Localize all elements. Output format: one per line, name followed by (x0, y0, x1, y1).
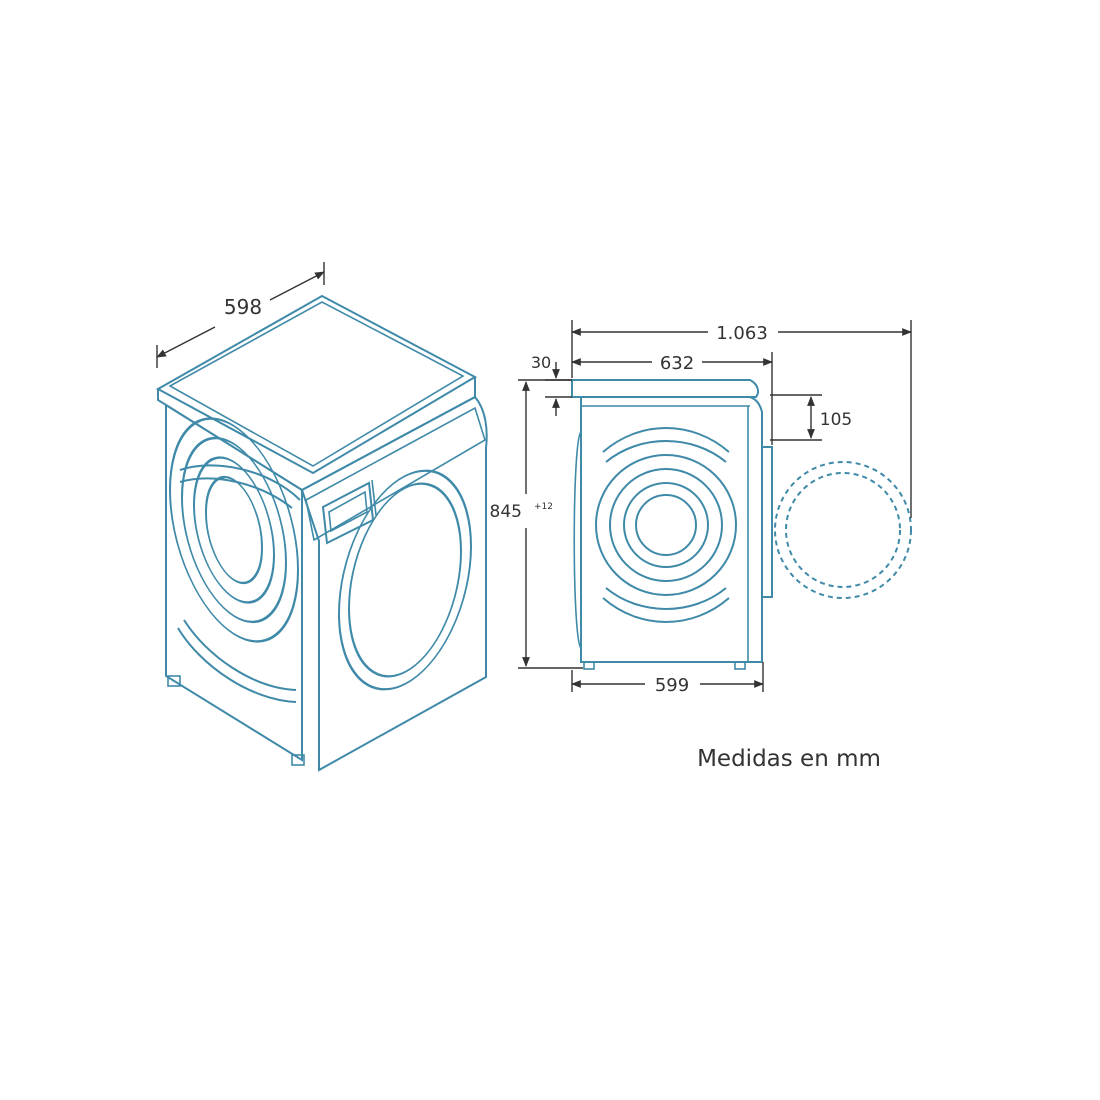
width-label: 598 (224, 295, 262, 319)
height-label: 845 (490, 502, 522, 522)
door-porthole (338, 469, 472, 691)
door-offset-label: 105 (820, 410, 852, 430)
top-lid-inner (168, 301, 465, 467)
isometric-view (155, 294, 488, 772)
top-offset-label: 30 (531, 353, 551, 372)
dimension-total-depth: 1.063 (571, 320, 912, 518)
foot-right (291, 754, 305, 766)
dimension-top-offset: 30 (531, 353, 572, 416)
depth-label: 632 (660, 353, 694, 374)
side-door (761, 446, 773, 598)
open-door-outline (774, 461, 912, 599)
side-top (571, 379, 759, 398)
units-caption: Medidas en mm (697, 746, 881, 772)
front-panel (300, 395, 488, 772)
dimension-depth: 632 (571, 352, 773, 445)
height-value: 845 (490, 502, 522, 522)
base-depth-label: 599 (655, 675, 689, 696)
foot-left (167, 675, 181, 687)
dimension-base-depth: 599 (571, 662, 764, 696)
dimension-door-offset: 105 (770, 394, 852, 441)
height-tolerance: +12 (534, 502, 553, 512)
top-lid (155, 294, 478, 475)
dimension-width: 598 (156, 262, 325, 368)
side-body (580, 396, 763, 663)
total-depth-label: 1.063 (716, 323, 768, 344)
side-view (571, 379, 912, 670)
dimension-height: 845 +12 (490, 379, 583, 669)
side-panel (165, 403, 303, 762)
